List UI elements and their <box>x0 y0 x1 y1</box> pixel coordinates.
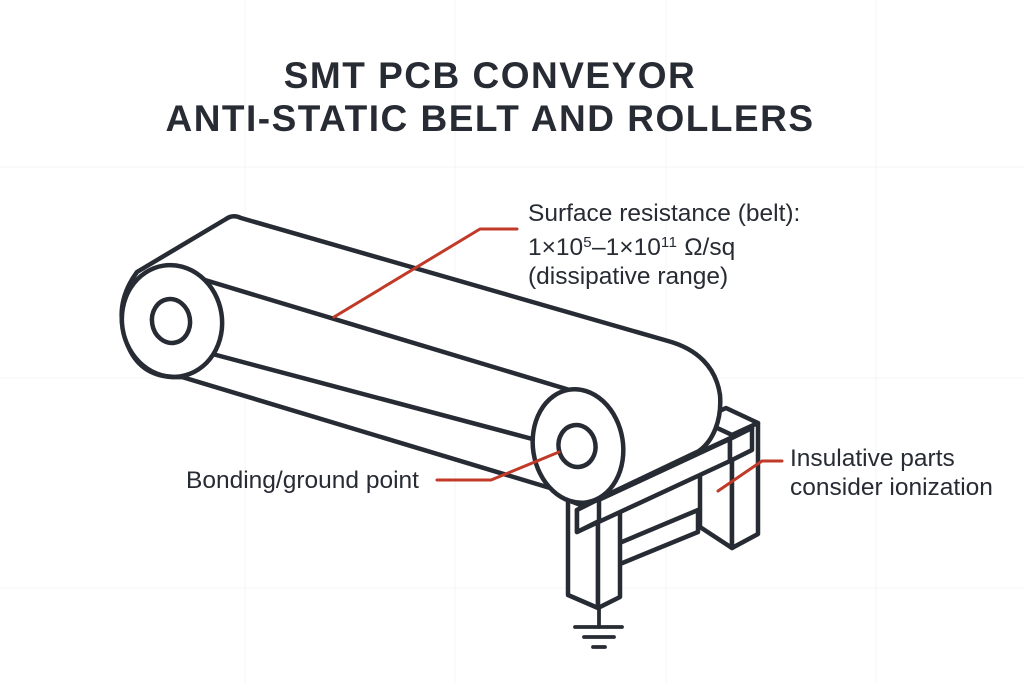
belt-top-near-edge <box>192 274 576 394</box>
resistance-unit: Ω/sq <box>677 234 736 261</box>
insulative-line1: Insulative parts <box>790 445 955 472</box>
insulative-line2: consider ionization <box>790 474 993 501</box>
bonding-ground-label: Bonding/ground point <box>186 466 419 495</box>
resistance-base-1: 1×10 <box>528 234 584 261</box>
surface-resistance-line3: (dissipative range) <box>528 263 729 290</box>
bonding-leader <box>435 450 561 482</box>
ink-linework <box>119 214 761 649</box>
beam-far-end-face <box>727 425 755 464</box>
surface-resistance-label: Surface resistance (belt): 1×105–1×1011 … <box>528 199 800 291</box>
bonding-ground-text: Bonding/ground point <box>186 467 419 494</box>
resistance-exponent-2: 11 <box>660 234 678 251</box>
belt-return-edge <box>202 349 543 444</box>
conveyor-assembly <box>119 214 723 505</box>
page-title: SMT PCB CONVEYOR ANTI-STATIC BELT AND RO… <box>0 54 980 140</box>
insulative-parts-label: Insulative parts consider ionization <box>790 444 993 502</box>
title-line-2: ANTI-STATIC BELT AND ROLLERS <box>165 98 815 139</box>
surface-resistance-line1: Surface resistance (belt): <box>528 200 801 227</box>
leader-lines <box>332 227 784 493</box>
insulative-leader <box>716 459 784 493</box>
resistance-exponent-1: 5 <box>583 234 593 251</box>
title-line-1: SMT PCB CONVEYOR <box>283 55 697 96</box>
left-roller-hub <box>149 296 193 346</box>
surface-resistance-leader <box>332 227 519 319</box>
surface-resistance-value: 1×105–1×1011 Ω/sq <box>528 228 800 262</box>
earth-ground-icon <box>573 606 624 649</box>
resistance-base-2: –1×10 <box>592 234 661 261</box>
right-roller-hub <box>556 422 598 470</box>
